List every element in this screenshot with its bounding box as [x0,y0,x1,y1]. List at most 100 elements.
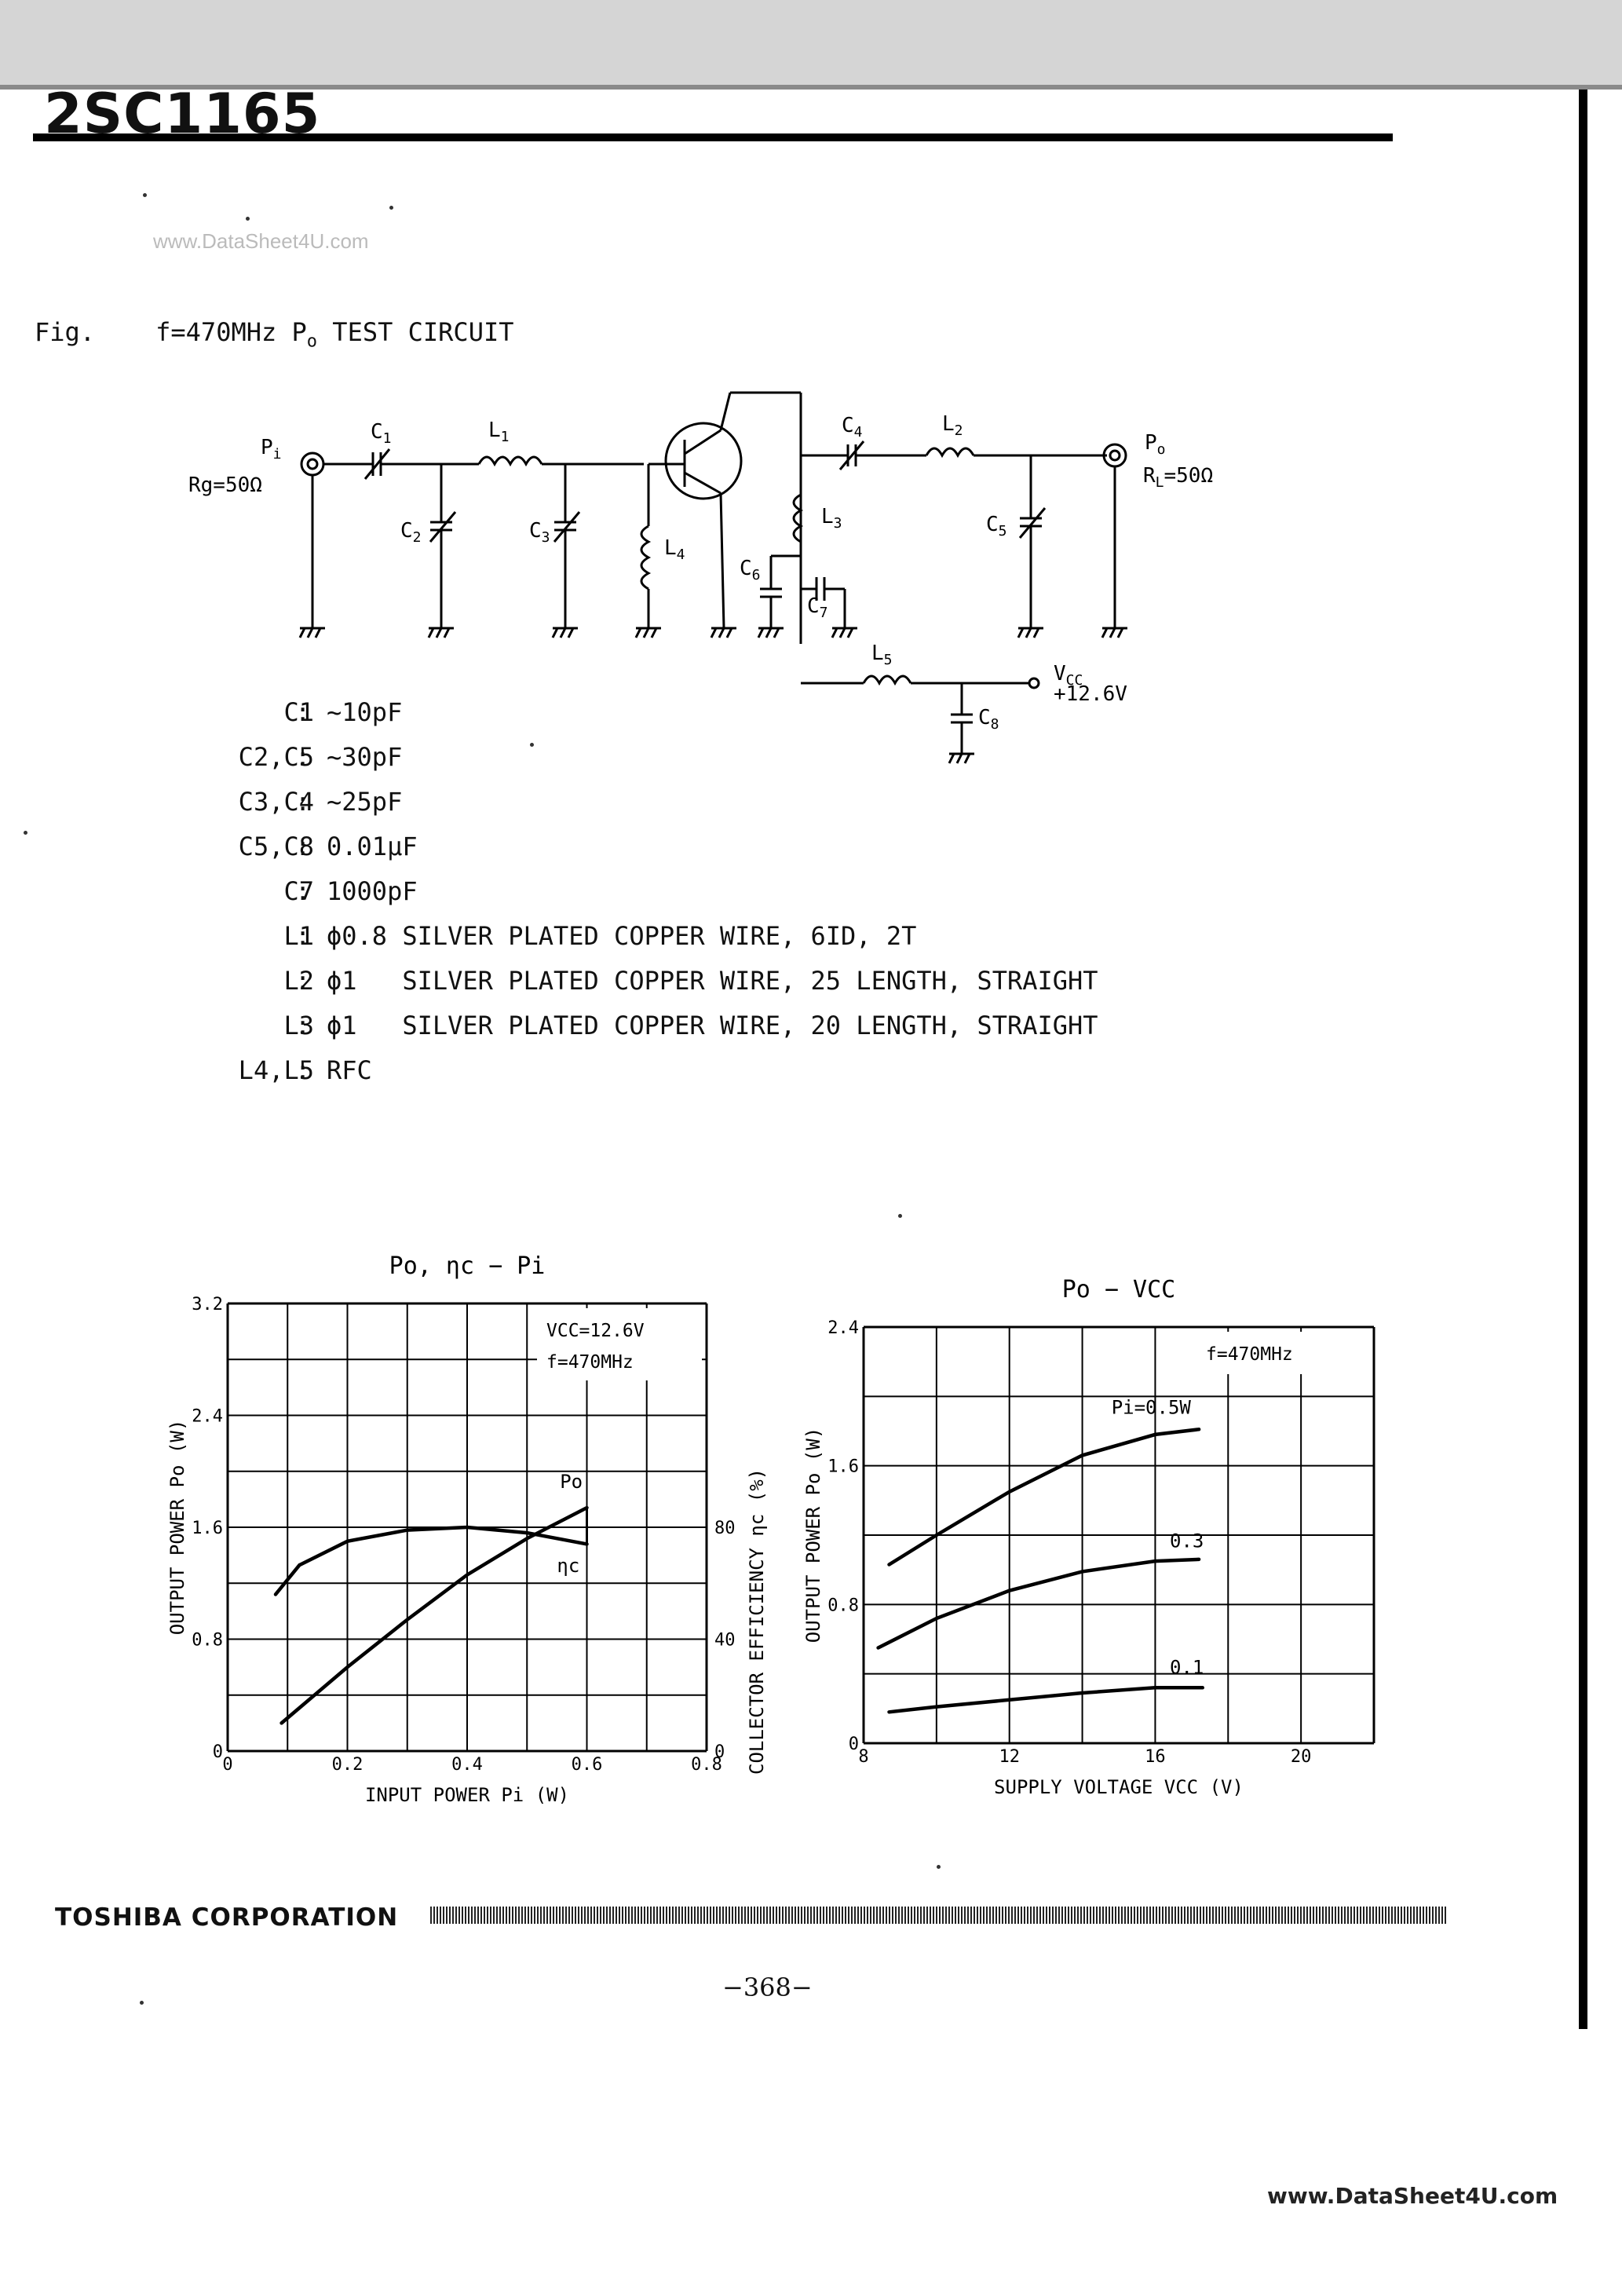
ground-symbol-9 [1101,627,1127,638]
part-separator: : [295,1011,311,1040]
vcc-label: VCC [1054,662,1083,689]
chart-title: Po, ηc − Pi [389,1252,546,1280]
condition-text: VCC=12.6V [546,1321,645,1341]
series-line [876,1557,1201,1650]
label-l1: L1 [488,419,510,445]
part-value: ϕ0.8 SILVER PLATED COPPER WIRE, 6ID, 2T [327,921,917,951]
y-tick-label: 2.4 [192,1407,223,1427]
part-designator: C1 [283,697,314,727]
test-circuit-diagram: Pi Rg=50Ω Po RL=50Ω VCC +12.6V C1 L1 C2 … [188,391,1213,764]
condition-text: f=470MHz [1206,1344,1293,1365]
input-port-label: Pi [261,436,282,462]
scan-speck [389,206,393,210]
scan-speck [937,1865,941,1869]
part-separator: : [295,787,311,817]
x-tick-label: 0 [222,1755,232,1775]
part-separator: : [295,921,311,951]
part-separator: : [295,697,311,727]
watermark-top: www.DataSheet4U.com [153,229,369,253]
part-designator: C5,C8 [238,832,314,861]
y-right-tick-label: 40 [714,1631,736,1651]
figure-caption: Fig. f=470MHz Po TEST CIRCUIT [35,317,513,351]
y-tick-label: 0.8 [827,1596,859,1615]
ground-symbol-4 [634,627,661,638]
source-impedance: Rg=50Ω [188,473,262,497]
x-tick-label: 20 [1291,1747,1312,1767]
series-line [887,1428,1201,1567]
x-tick-label: 0.2 [332,1755,363,1775]
part-designator: C7 [283,876,314,906]
vcc-value: +12.6V [1054,682,1127,706]
y-tick-label: 1.6 [827,1457,859,1477]
label-c4: C4 [842,414,863,441]
y-tick-label: 0 [849,1735,859,1754]
series-label: 0.1 [1170,1657,1204,1679]
figure-title-sub: o [306,331,318,352]
y-tick-label: 0 [213,1742,223,1762]
ground-symbol-2 [427,627,454,638]
footer-hatch [430,1907,1446,1924]
series-label: Pi=0.5W [1112,1396,1192,1418]
series-line [279,1505,589,1725]
series-line [887,1686,1205,1714]
figure-title: f=470MHz P [155,317,307,347]
header-rule [33,133,1393,141]
y-tick-label: 2.4 [827,1318,859,1338]
part-separator: : [295,832,311,861]
ground-symbol-5 [710,627,736,638]
part-designator: L2 [283,966,314,996]
scan-speck [898,1214,902,1218]
label-c2: C2 [400,519,422,546]
part-separator: : [295,742,311,772]
part-separator: : [295,1055,311,1085]
part-value: ~30pF [327,742,403,772]
scan-speck [530,743,534,747]
ground-symbol-10 [948,752,974,764]
company-name: TOSHIBA CORPORATION [55,1903,399,1932]
ground-symbol-8 [1017,627,1043,638]
part-designator: L1 [283,921,314,951]
label-l3: L3 [821,505,842,532]
y-right-tick-label: 80 [714,1519,736,1538]
part-value: ~10pF [327,697,403,727]
scan-right-border [1579,90,1587,2029]
x-tick-label: 0.8 [691,1755,722,1775]
scan-speck [246,217,250,221]
ground-symbol-1 [298,627,325,638]
y-right-tick-label: 0 [714,1742,725,1762]
chart-title: Po − VCC [1062,1276,1176,1303]
scan-speck [140,2001,144,2005]
label-c3: C3 [529,519,550,546]
condition-text: f=470MHz [546,1352,634,1373]
series-line [273,1525,589,1596]
page-number: −368− [722,1972,813,2002]
series-label: 0.3 [1170,1530,1204,1552]
x-tick-label: 8 [858,1747,868,1767]
conditions-box [1196,1332,1369,1374]
label-l4: L4 [664,536,685,563]
part-designator: C3,C4 [238,787,314,817]
scan-speck [143,193,147,197]
label-c8: C8 [978,706,999,733]
part-value: RFC [327,1055,372,1085]
watermark-bottom: www.DataSheet4U.com [1267,2183,1558,2209]
part-designator: L4,L5 [238,1055,314,1085]
y-tick-label: 0.8 [192,1631,223,1651]
figure-prefix: Fig. [35,317,96,347]
output-port-label: Po [1145,431,1166,458]
series-label: ηc [557,1555,579,1577]
part-value: 0.01μF [327,832,418,861]
x-axis-label: SUPPLY VOLTAGE VCC (V) [994,1776,1244,1798]
part-separator: : [295,966,311,996]
load-impedance: RL=50Ω [1143,464,1213,491]
x-axis-label: INPUT POWER Pi (W) [365,1784,569,1806]
scan-top-bar [0,0,1622,90]
y-right-axis-label: COLLECTOR EFFICIENCY ηc (%) [746,1468,768,1775]
figure-title-suffix: TEST CIRCUIT [317,317,514,347]
y-axis-label: OUTPUT POWER Po (W) [166,1420,188,1636]
part-value: ϕ1 SILVER PLATED COPPER WIRE, 20 LENGTH,… [327,1011,1098,1040]
ground-symbol-3 [551,627,578,638]
part-value: ϕ1 SILVER PLATED COPPER WIRE, 25 LENGTH,… [327,966,1098,996]
